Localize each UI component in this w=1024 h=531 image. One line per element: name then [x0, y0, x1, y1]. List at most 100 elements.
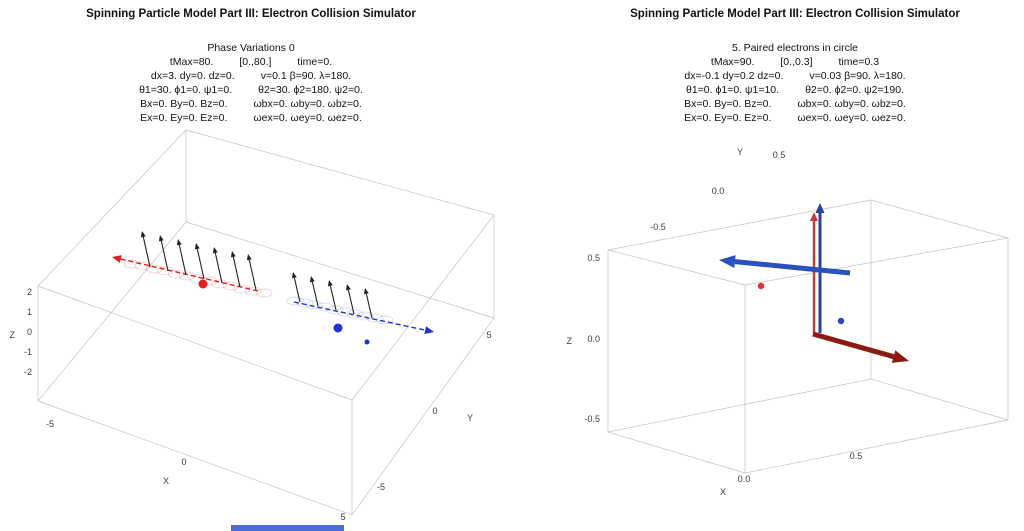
spin-vector: [329, 285, 337, 311]
electron2-dot: [333, 323, 343, 333]
trajectory-electron2-head: [424, 326, 434, 335]
parameter-line: dx=-0.1 dy=0.2 dz=0. v=0.03 β=90. λ=180.: [539, 69, 1024, 83]
spin-vector-head: [176, 239, 182, 246]
parameter-segment: ωex=0. ωey=0. ωez=0.: [253, 112, 362, 124]
helix-ring: [346, 309, 364, 319]
spin-vector: [248, 259, 257, 291]
parameter-segment: time=0.: [297, 56, 333, 68]
axis-label-y: Y: [737, 147, 743, 157]
bottom-blue-strip: [231, 525, 344, 531]
tick-label: -2: [24, 367, 32, 377]
panel-subtitle: 5. Paired electrons in circle: [731, 42, 859, 54]
parameter-segment: Bx=0. By=0. Bz=0.: [140, 98, 228, 110]
helix-ring: [255, 288, 273, 298]
spin-vector-head: [309, 276, 315, 283]
spin-vector-head: [327, 280, 333, 287]
tick-label: 0.0: [738, 474, 751, 484]
parameter-segment: dx=-0.1 dy=0.2 dz=0.: [684, 70, 784, 82]
parameter-segment: Ex=0. Ey=0. Ez=0.: [684, 112, 772, 124]
parameter-line: tMax=80. [0.,80.] time=0.: [0, 55, 507, 69]
panel-title: Spinning Particle Model Part III: Electr…: [86, 8, 416, 20]
box-edge: [37, 400, 353, 516]
panel-title: Spinning Particle Model Part III: Electr…: [630, 8, 960, 20]
axis-label-x: X: [720, 487, 726, 497]
spin-vector-head: [291, 272, 297, 279]
axis-label-x: X: [163, 476, 169, 486]
parameter-segment: ωbx=0. ωby=0. ωbz=0.: [253, 98, 362, 110]
box-edge: [870, 378, 1009, 421]
helix-ring: [286, 296, 304, 306]
tick-label: 0.0: [587, 334, 600, 344]
spin-vector-head: [363, 288, 369, 295]
velocity-arrow-electron1-head: [891, 350, 909, 363]
electron1-dot: [757, 282, 765, 290]
spin-vector: [232, 256, 241, 288]
box-edge: [37, 129, 187, 287]
parameter-segment: ωbx=0. ωby=0. ωbz=0.: [797, 98, 906, 110]
parameter-segment: θ1=0. ϕ1=0. ψ1=10.: [686, 84, 780, 96]
tick-label: -1: [24, 347, 32, 357]
parameter-line: dx=3. dy=0. dz=0. v=0.1 β=90. λ=180.: [0, 69, 507, 83]
spin-vector-head: [246, 254, 252, 261]
spin-vector: [293, 277, 301, 303]
parameter-segment: dx=3. dy=0. dz=0.: [150, 70, 235, 82]
tick-label: 0.5: [773, 150, 786, 160]
parameter-line: tMax=90.[0.,0.3]time=0.3: [539, 55, 1024, 69]
helix-ring: [134, 261, 152, 271]
box-edge: [185, 221, 495, 319]
box-edge: [37, 221, 187, 402]
box-edge: [870, 199, 1009, 239]
parameter-segment: v=0.03 β=90. λ=180.: [809, 70, 906, 82]
helix-ring: [244, 286, 262, 296]
box-edge: [351, 214, 495, 401]
plot-3d-paired-electrons[interactable]: 0.50.0-0.5Z0.50.0-0.5Y0.00.5X: [512, 0, 1024, 531]
spin-vector-head: [345, 284, 351, 291]
electron1-dot: [198, 279, 208, 289]
parameter-segment: tMax=80.: [169, 56, 214, 68]
tick-label: 0: [432, 406, 437, 416]
parameter-segment: [0.,80.]: [239, 56, 272, 68]
electron2-dot: [837, 317, 845, 325]
panel-header: Spinning Particle Model Part III: Electr…: [539, 0, 1024, 125]
helix-ring: [156, 266, 174, 276]
tick-label: 2: [27, 287, 32, 297]
parameter-readout: tMax=80.[0.,80.]time=0.dx=3. dy=0. dz=0.…: [0, 55, 507, 125]
spin-vector: [178, 244, 187, 276]
axis-label-z: Z: [567, 336, 573, 346]
parameter-segment: ωex=0. ωey=0. ωez=0.: [797, 112, 906, 124]
box-edge: [185, 129, 495, 216]
axis-label-z: Z: [10, 330, 16, 340]
velocity-arrow-electron2: [734, 259, 851, 276]
parameter-line: Ex=0. Ey=0. Ez=0.ωex=0. ωey=0. ωez=0.: [0, 111, 507, 125]
box-edge: [351, 317, 495, 516]
box-edge: [607, 249, 746, 286]
parameter-line: Bx=0. By=0. Bz=0. ωbx=0. ωby=0. ωbz=0.: [0, 97, 507, 111]
parameter-line: Ex=0. Ey=0. Ez=0. ωex=0. ωey=0. ωez=0.: [539, 111, 1024, 125]
spin-vector-head: [140, 231, 146, 238]
tick-label: 5: [340, 512, 345, 522]
spin-vector: [214, 252, 223, 284]
tick-label: -5: [46, 419, 54, 429]
helix-ring: [189, 274, 207, 284]
spin-vector-head: [230, 251, 236, 258]
spin-vector-head: [194, 243, 200, 250]
box-edge: [744, 237, 1009, 286]
tick-label: 0.5: [587, 253, 600, 263]
box-edge: [607, 378, 872, 433]
parameter-segment: v=0.1 β=90. λ=180.: [260, 70, 352, 82]
spin-vector: [196, 248, 205, 280]
spin-vector-head: [212, 247, 218, 254]
box-edge: [744, 419, 1009, 474]
box-edge: [37, 285, 353, 401]
parameter-line: θ1=0. ϕ1=0. ψ1=10.θ2=0. ϕ2=0. ψ2=190.: [539, 83, 1024, 97]
parameter-segment: [0.,0.3]: [780, 56, 813, 68]
parameter-segment: tMax=90.: [710, 56, 755, 68]
parameter-line: Bx=0. By=0. Bz=0.ωbx=0. ωby=0. ωbz=0.: [539, 97, 1024, 111]
spin-vector: [347, 289, 355, 315]
box-edge: [607, 199, 872, 251]
panel-subtitle: Phase Variations 0: [207, 42, 295, 54]
